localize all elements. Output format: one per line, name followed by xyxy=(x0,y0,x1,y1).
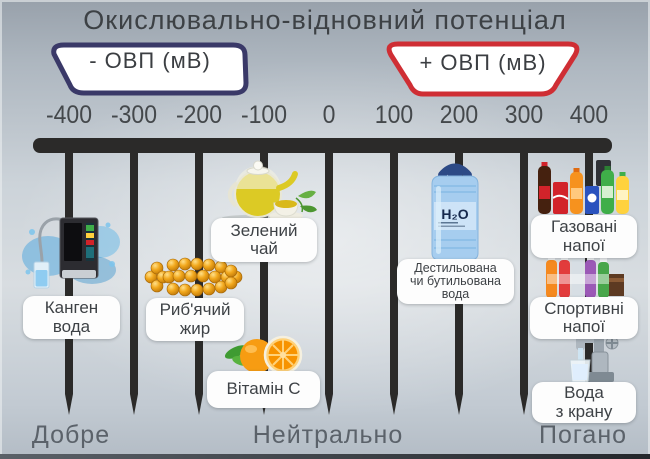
label-line: жир xyxy=(179,318,211,338)
label-line: Газовані xyxy=(550,217,618,237)
label-line: Канген xyxy=(44,298,99,318)
tap-water-faucet-icon xyxy=(569,335,619,383)
label-line: напої xyxy=(562,235,606,255)
label-line: чи бутильована xyxy=(410,273,501,288)
label-line: вода xyxy=(441,287,470,302)
item-label-fish-oil: Риб'ячий жир xyxy=(146,298,244,341)
tick-label: -400 xyxy=(45,101,93,129)
green-tea-icon xyxy=(222,160,317,222)
zone-label-bad: Погано xyxy=(538,421,628,449)
label-line: Спортивні xyxy=(544,298,624,318)
tick-label: 200 xyxy=(439,101,479,129)
tick-label: 100 xyxy=(374,101,414,129)
item-label-sports-drinks: Спортивні напої xyxy=(530,297,638,339)
zone-label-neutral: Нейтрально xyxy=(252,421,404,449)
label-line: Зелений xyxy=(230,220,298,240)
label-line: Вітамін C xyxy=(226,379,301,399)
tick-label: -100 xyxy=(240,101,288,129)
fish-oil-icon xyxy=(144,257,243,297)
tick-label: 0 xyxy=(322,101,336,129)
kangen-water-machine-icon xyxy=(22,217,120,289)
item-label-distilled-water: Дестильована чи бутильована вода xyxy=(397,259,514,304)
water-bottle-icon: H₂O xyxy=(431,163,479,261)
negative-orp-banner: - ОВП (мВ) xyxy=(44,42,256,96)
label-line: Вода xyxy=(564,383,604,403)
item-label-vitamin-c: Вітамін C xyxy=(207,371,320,408)
tick-label: 400 xyxy=(569,101,609,129)
positive-orp-banner: + ОВП (мВ) xyxy=(377,40,589,98)
axis-bar xyxy=(33,138,612,153)
positive-orp-label: + ОВП (мВ) xyxy=(419,50,547,75)
page-title: Окислювально-відновний потенціал xyxy=(83,5,567,35)
tick-label: 300 xyxy=(504,101,544,129)
tick-label: -200 xyxy=(175,101,223,129)
tick-label: -300 xyxy=(110,101,158,129)
label-line: чай xyxy=(250,239,278,258)
item-label-kangen-water: Канген вода xyxy=(23,296,120,339)
item-label-green-tea: Зелений чай xyxy=(211,218,317,262)
sports-drinks-icon xyxy=(546,250,624,298)
bottle-label-text: H₂O xyxy=(441,206,468,222)
vitamin-c-orange-icon xyxy=(224,335,303,375)
bottom-border xyxy=(0,454,650,459)
zone-label-good: Добре xyxy=(31,421,111,449)
label-line: напої xyxy=(562,317,606,336)
positive-banner-shape-icon xyxy=(386,41,580,97)
item-label-carbonated-drinks: Газовані напої xyxy=(531,215,637,258)
carbonated-drinks-icon xyxy=(538,160,629,214)
label-line: з крану xyxy=(555,401,613,421)
label-line: вода xyxy=(52,316,91,336)
item-label-tap-water: Вода з крану xyxy=(532,382,636,423)
negative-banner-shape-icon xyxy=(51,42,249,96)
label-line: Риб'ячий xyxy=(159,300,231,320)
negative-orp-label: - ОВП (мВ) xyxy=(89,48,211,73)
label-line: Дестильована xyxy=(414,260,497,275)
